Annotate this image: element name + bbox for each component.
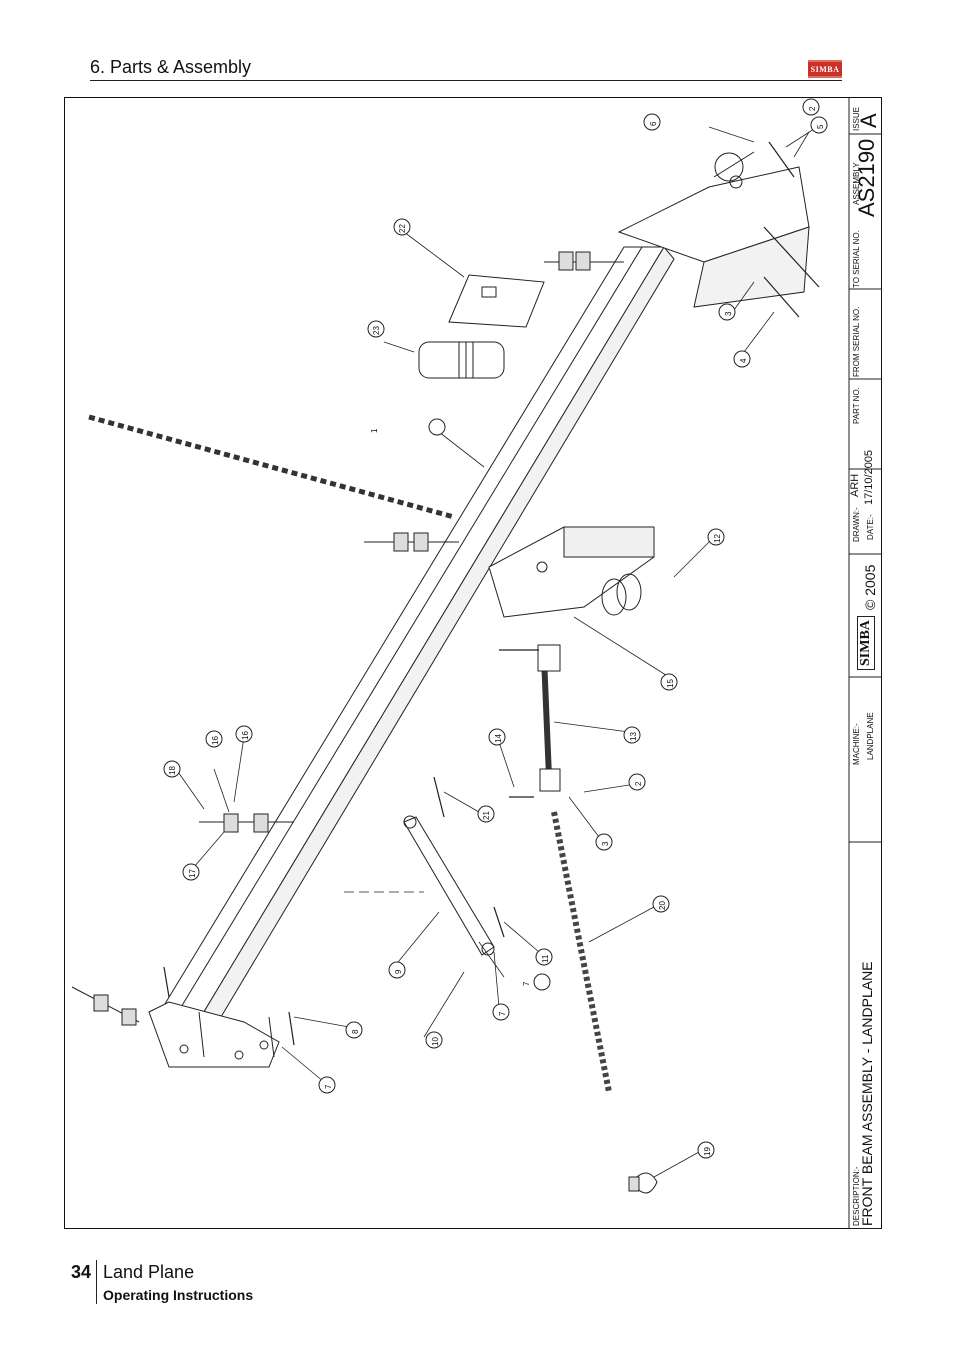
callout-18: 18 xyxy=(168,766,177,775)
header-rule xyxy=(90,80,842,81)
issue-value: A xyxy=(856,113,881,128)
callout-15: 15 xyxy=(666,679,675,688)
callout-17: 17 xyxy=(188,869,197,878)
plate-part xyxy=(448,274,545,328)
callout-21: 21 xyxy=(482,811,491,820)
callout-9: 9 xyxy=(394,969,403,974)
drawn-by: ARH xyxy=(849,473,861,497)
callout-7: 7 xyxy=(522,981,531,986)
exploded-parts-drawing xyxy=(71,97,882,1229)
callout-22: 22 xyxy=(398,224,407,233)
callout-5: 5 xyxy=(816,124,825,129)
simba-brand-mark: SIMBA xyxy=(857,616,875,670)
callout-20: 20 xyxy=(658,901,667,910)
callout-13: 13 xyxy=(629,732,638,741)
leader-lines xyxy=(175,126,815,1178)
drawing-frame xyxy=(64,97,882,1229)
simba-logo: SIMBA xyxy=(808,60,842,78)
part-no-label: PART NO. xyxy=(852,387,861,424)
bolts xyxy=(163,141,820,1046)
callout-3: 3 xyxy=(601,841,610,846)
machine-label: MACHINE:- xyxy=(852,723,861,765)
date-label: DATE:- xyxy=(866,514,875,540)
callout-10: 10 xyxy=(431,1037,440,1046)
turnbuckle xyxy=(537,644,561,792)
callout-8: 8 xyxy=(351,1029,360,1034)
copyright: © 2005 xyxy=(862,564,878,610)
callout-7: 7 xyxy=(498,1011,507,1016)
chain xyxy=(88,414,612,1093)
callout-12: 12 xyxy=(713,534,722,543)
mid-clamp xyxy=(488,526,655,618)
callout-3: 3 xyxy=(724,311,733,316)
callout-circles xyxy=(163,98,828,1159)
callout-16: 16 xyxy=(241,731,250,740)
drawn-label: DRAWN:- xyxy=(852,507,861,542)
machine-value: LANDPLANE xyxy=(866,712,875,760)
description-value: FRONT BEAM ASSEMBLY - LANDPLANE xyxy=(859,961,875,1226)
callout-19: 19 xyxy=(703,1147,712,1156)
callout-14: 14 xyxy=(494,734,503,743)
callout-16: 16 xyxy=(211,736,220,745)
callout-2: 2 xyxy=(634,781,643,786)
callout-11: 11 xyxy=(541,954,550,963)
page-number: 34 xyxy=(71,1262,92,1282)
footer-divider xyxy=(96,1260,97,1304)
callout-6: 6 xyxy=(649,121,658,126)
cylinder-part xyxy=(418,341,505,379)
foot-frame xyxy=(148,1001,280,1068)
head-bracket xyxy=(617,151,810,308)
footer-subtitle: Operating Instructions xyxy=(103,1287,254,1303)
callout-1: 1 xyxy=(370,428,379,433)
callout-7: 7 xyxy=(324,1084,333,1089)
to-serial-label: TO SERIAL NO. xyxy=(852,230,861,288)
callout-2: 2 xyxy=(808,106,817,111)
shackle-part xyxy=(628,1172,658,1194)
assembly-number: AS2190 xyxy=(854,138,879,217)
callout-4: 4 xyxy=(739,358,748,363)
from-serial-label: FROM SERIAL NO. xyxy=(852,306,861,377)
hangers xyxy=(71,251,624,1026)
date-value: 17/10/2005 xyxy=(863,449,875,505)
callout-23: 23 xyxy=(372,326,381,335)
footer-title: Land Plane xyxy=(103,1262,195,1282)
section-title: 6. Parts & Assembly xyxy=(90,57,252,77)
